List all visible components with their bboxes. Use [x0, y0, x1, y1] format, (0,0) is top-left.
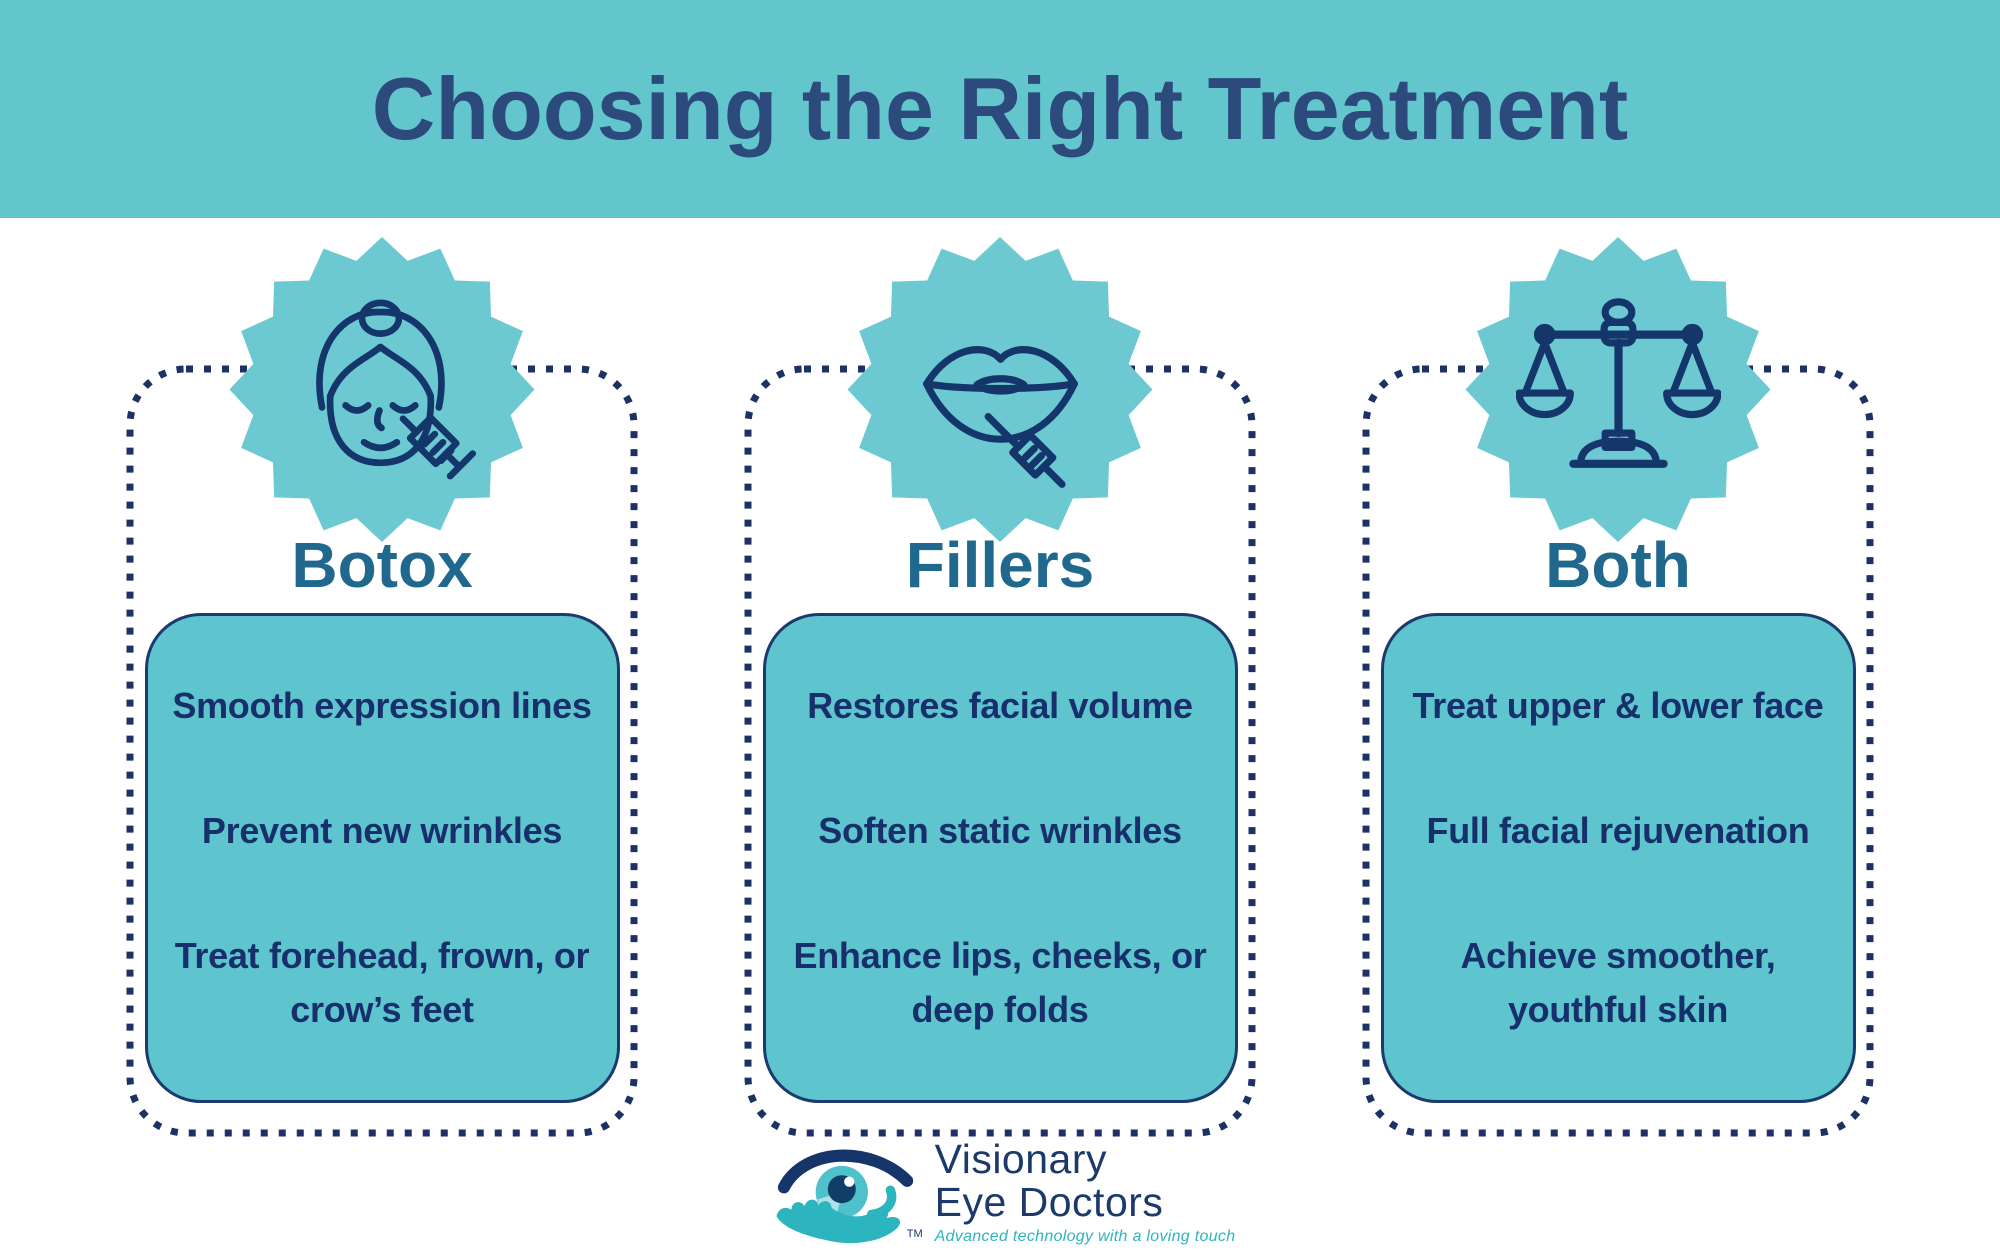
brand-text: Visionary Eye Doctors Advanced technolog… [935, 1138, 1236, 1246]
benefit-item: Prevent new wrinkles [201, 809, 563, 851]
page-title: Choosing the Right Treatment [371, 59, 1629, 158]
card-title-fillers: Fillers [905, 529, 1095, 601]
card-fillers: Fillers Restores facial volume Soften st… [744, 237, 1256, 1137]
card-botox: Botox Smooth expression lines Prevent ne… [126, 237, 638, 1137]
benefit-item: Soften static wrinkles [818, 809, 1182, 851]
badge-fillers [847, 237, 1153, 542]
badge-both [1465, 237, 1771, 542]
benefit-item: Full facial rejuvenation [1426, 809, 1810, 851]
brand-logo: TM Visionary Eye Doctors Advanced techno… [765, 1136, 1236, 1248]
treatment-columns: Botox Smooth expression lines Prevent ne… [0, 237, 2000, 1137]
badge-botox [229, 237, 535, 542]
face-injection-icon [315, 299, 476, 479]
lip-injection-icon [922, 345, 1078, 488]
card-both: Both Treat upper & lower face Full facia… [1362, 237, 1874, 1137]
balance-scale-icon [1515, 297, 1721, 468]
benefit-item: Treat forehead, frown, or crow’s feet [174, 934, 590, 1030]
trademark-symbol: TM [906, 1228, 923, 1240]
header-banner: Choosing the Right Treatment [0, 0, 2000, 218]
benefit-item: Achieve smoother, youthful skin [1460, 934, 1776, 1030]
benefits-box-fillers: Restores facial volume Soften static wri… [762, 613, 1238, 1103]
card-title-both: Both [1545, 529, 1691, 601]
benefit-item: Treat upper & lower face [1412, 685, 1824, 727]
brand-tagline: Advanced technology with a loving touch [934, 1228, 1236, 1246]
brand-name-line1: Visionary [934, 1135, 1107, 1182]
brand-name-line2: Eye Doctors [934, 1178, 1164, 1225]
benefit-item: Restores facial volume [807, 685, 1193, 727]
eye-hand-logo-icon: TM [765, 1136, 925, 1248]
card-title-botox: Botox [291, 529, 473, 601]
benefit-item: Smooth expression lines [172, 685, 592, 727]
benefits-box-botox: Smooth expression lines Prevent new wrin… [144, 613, 620, 1103]
benefits-box-both: Treat upper & lower face Full facial rej… [1380, 613, 1856, 1103]
benefit-item: Enhance lips, cheeks, or deep folds [793, 934, 1207, 1030]
